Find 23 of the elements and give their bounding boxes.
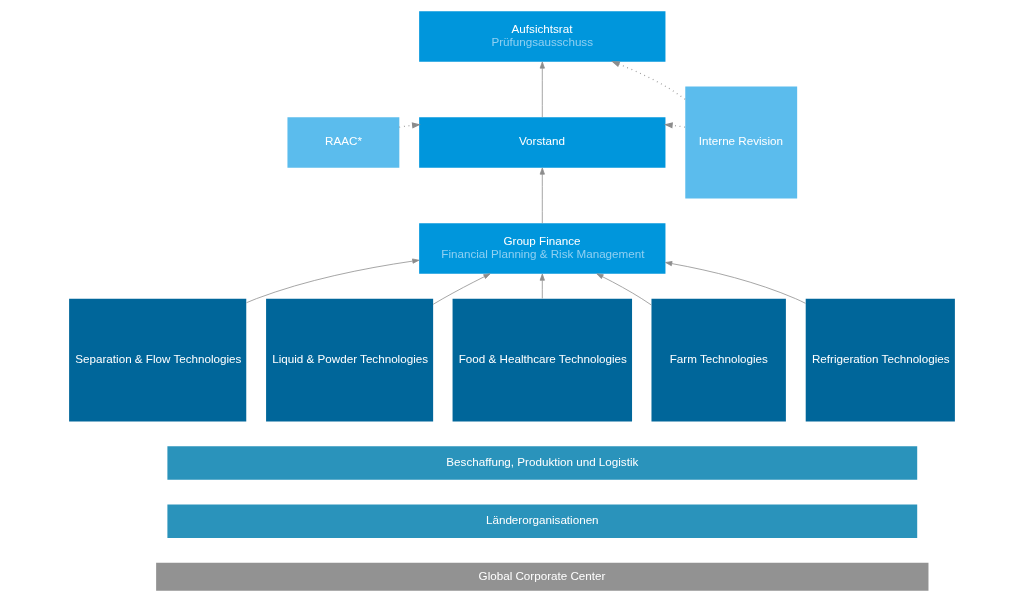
arrow	[245, 258, 419, 304]
node-box: Food & Healthcare Technologies	[452, 298, 632, 422]
node-box: Refrigeration Technologies	[805, 298, 955, 422]
node-box: Vorstand	[418, 117, 665, 168]
arrow	[610, 61, 686, 100]
arrow	[539, 273, 545, 299]
node-box: Beschaffung, Produktion und Logistik	[166, 446, 917, 480]
arrow	[539, 167, 545, 224]
arrow	[398, 122, 421, 129]
node-box: Group Finance Financial Planning & Risk Management	[418, 223, 665, 274]
arrow	[595, 273, 652, 306]
node-box: Global Corporate Center	[155, 562, 928, 591]
arrow	[663, 122, 686, 129]
node-box: Farm Technologies	[650, 298, 786, 422]
arrow	[432, 273, 490, 305]
node-box: Interne Revision	[684, 86, 797, 199]
arrow	[664, 261, 806, 304]
node-box: Liquid & Powder Technologies	[265, 298, 433, 422]
arrow	[539, 61, 545, 118]
node-box: Separation & Flow Technologies	[68, 298, 246, 422]
node-box: Länderorganisationen	[166, 504, 917, 538]
node-box: RAAC*	[286, 117, 399, 168]
node-box: Aufsichtsrat Prüfungsausschuss	[418, 11, 665, 62]
